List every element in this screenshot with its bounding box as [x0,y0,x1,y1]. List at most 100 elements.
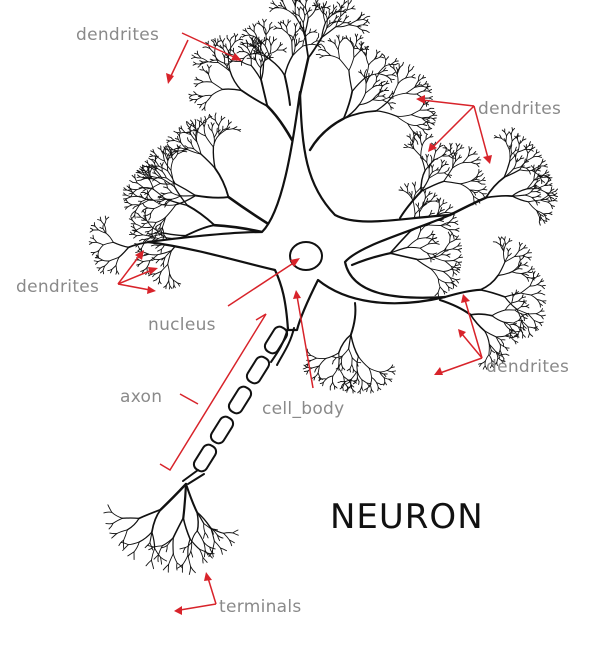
dendrite-branch [437,278,446,284]
dendrite-branch [457,261,462,266]
dendrite-branch [279,23,283,30]
dendrite-branch [228,121,232,125]
dendrite-branch [109,532,118,535]
dendrite-branch [444,282,450,288]
dendrite-branch [211,81,223,90]
dendrite-branch [319,382,324,385]
dendrite-branch [160,556,163,565]
dendrite-branch [171,195,182,200]
dendrite-branch [190,119,194,123]
dendrite-branch [456,143,461,147]
dendrite-branch [410,114,423,119]
dendrite-branch [197,79,204,83]
dendrite-branch [530,294,538,300]
dendrite-branch [443,145,447,149]
dendrite-branch [331,360,334,365]
dendrite-branch [514,250,520,257]
dendrite-branch [526,277,530,282]
dendrite-branch [454,222,459,226]
dendrite-branch [414,186,417,194]
dendrite-branch [342,104,360,120]
dendrite-branch [391,102,396,105]
dendrite-branch [345,15,349,19]
dendrite-branch [426,85,431,88]
dendrite-branch [236,51,241,54]
dendrite-branch [348,24,358,27]
dendrite-branch [231,35,235,39]
dendrite-branch [175,194,197,206]
dendrite-branch [157,226,161,231]
dendrite-branch [386,367,392,371]
dendrite-branch [477,181,483,185]
dendrite-branch [438,203,444,209]
dendrite-branch [304,0,307,9]
dendrite-branch [141,226,153,229]
dendrite-branch [132,224,135,229]
dendrite-branch [353,50,361,58]
dendrite-branch [536,281,542,286]
dendrite-branch [350,0,352,2]
dendrite-branch [473,195,479,200]
dendrite-branch [310,357,317,362]
dendrite-branch [225,54,229,59]
dendrite-branch [517,328,522,335]
dendrite-branch [228,539,233,547]
dendrite-branch [151,163,155,167]
dendrite-branch [482,186,487,190]
dendrite-branch [545,217,550,221]
dendrite-branch [525,152,529,162]
dendrite-branch [223,532,230,541]
dendrite-branch [295,33,299,37]
dendrite-branch [269,58,286,77]
dendrite-branch [374,55,378,60]
dendrite-branch [292,10,296,14]
dendrite-branch [469,146,473,152]
dendrite-branch [478,170,483,174]
dendrite-branch [349,368,351,373]
dendrite-branch [395,67,399,71]
dendrite-branch [337,381,342,383]
dendrite-branch [177,131,182,134]
dendrite-branch [525,305,530,309]
dendrite-branch [412,136,414,143]
dendrite-branch [276,27,283,30]
axon-shape [182,325,295,485]
dendrite-branch [226,37,231,43]
dendrite-branch [176,564,184,569]
dendrite-branch [227,51,231,55]
dendrite-branch [340,8,342,17]
dendrite-branch [426,121,430,128]
dendrite-branch [193,61,197,65]
dendrite-branch [519,256,521,261]
dendrite-branch [326,22,334,29]
dendrite-branch [218,129,224,136]
dendrite-branch [368,367,380,373]
pointer-arrows [117,32,492,615]
dendrite-branch [152,188,166,200]
dendrite-branch [133,235,138,239]
dendrite-branch [190,530,198,543]
dendrite-branch [439,220,444,223]
dendrite-branch [555,188,559,192]
dendrite-branch [512,166,522,170]
dendrite-branch [519,169,533,172]
dendrite-branch [523,264,529,267]
dendrite-branch [530,292,538,296]
dendrite-branch [375,96,393,112]
dendrite-branch [293,35,297,41]
dendrite-branch [245,39,249,44]
dendrite-branch [112,241,130,248]
dendrite-branch [528,144,534,146]
dendrite-branch [353,41,357,49]
dendrite-branch [202,557,208,563]
dendrite-branch [195,76,199,81]
dendrite-branch [105,232,114,243]
dendrite-branch [402,189,409,194]
dendrite-branch [437,292,440,297]
dendrite-branch [364,51,367,57]
dendrite-branch [381,81,383,88]
dendrite-branch [257,48,260,52]
dendrite-branch [102,259,110,262]
dendrite-branch [511,195,529,203]
dendrite-branch [135,251,139,253]
